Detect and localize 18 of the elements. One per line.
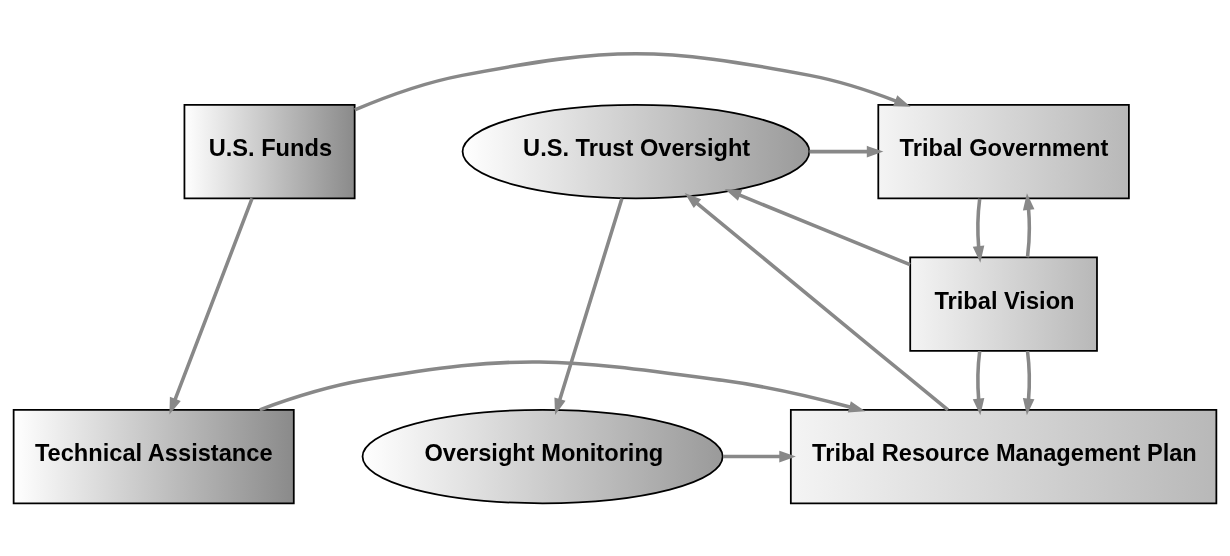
arrow: [723, 450, 796, 462]
arrow: [972, 350, 985, 415]
arrow: [1022, 192, 1035, 258]
node-ellipse: Oversight Monitoring: [361, 408, 724, 504]
arrow: [1022, 350, 1035, 415]
arrow: [259, 359, 866, 412]
arrow: [724, 188, 911, 266]
node-box: Technical Assistance: [12, 408, 295, 504]
node-box: Tribal Government: [877, 103, 1130, 199]
arrow: [169, 197, 254, 414]
arrow: [354, 51, 911, 112]
arrow: [554, 197, 624, 415]
arrow: [972, 197, 985, 263]
arrow: [684, 192, 950, 411]
node-box: U.S. Funds: [183, 103, 356, 199]
node-box: Tribal Vision: [909, 256, 1098, 352]
node-box: Tribal Resource Management Plan: [789, 408, 1218, 504]
arrow: [809, 145, 884, 157]
